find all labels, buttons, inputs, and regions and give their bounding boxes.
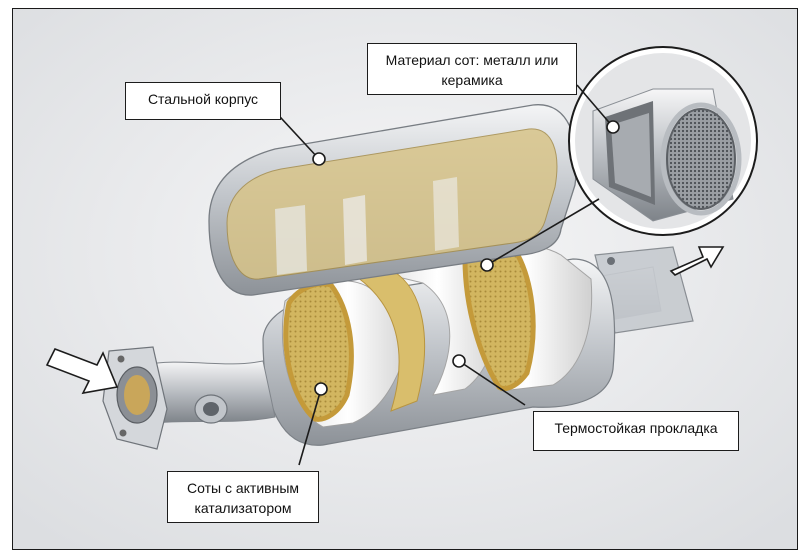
outlet-arrow-icon xyxy=(669,246,725,276)
diagram-frame: Стальной корпус Материал сот: металл или… xyxy=(12,8,798,550)
catalytic-converter-illustration xyxy=(13,9,797,549)
callout-core-material-text: Материал сот: металл или керамика xyxy=(385,52,559,88)
callout-steel-housing-text: Стальной корпус xyxy=(147,91,259,107)
marker-rear-brick xyxy=(480,258,494,272)
callout-honeycomb-catalyst-text: Соты с активным катализатором xyxy=(187,480,299,516)
marker-honeycomb-catalyst xyxy=(314,382,328,396)
callout-steel-housing: Стальной корпус xyxy=(125,82,281,120)
marker-steel-housing xyxy=(312,152,326,166)
marker-core-material xyxy=(606,120,620,134)
marker-heat-gasket xyxy=(452,354,466,368)
inlet-arrow-icon xyxy=(45,347,119,395)
callout-heat-gasket: Термостойкая прокладка xyxy=(533,411,739,451)
callout-core-material: Материал сот: металл или керамика xyxy=(367,43,577,95)
callout-honeycomb-catalyst: Соты с активным катализатором xyxy=(167,471,319,523)
callout-heat-gasket-text: Термостойкая прокладка xyxy=(554,420,718,436)
